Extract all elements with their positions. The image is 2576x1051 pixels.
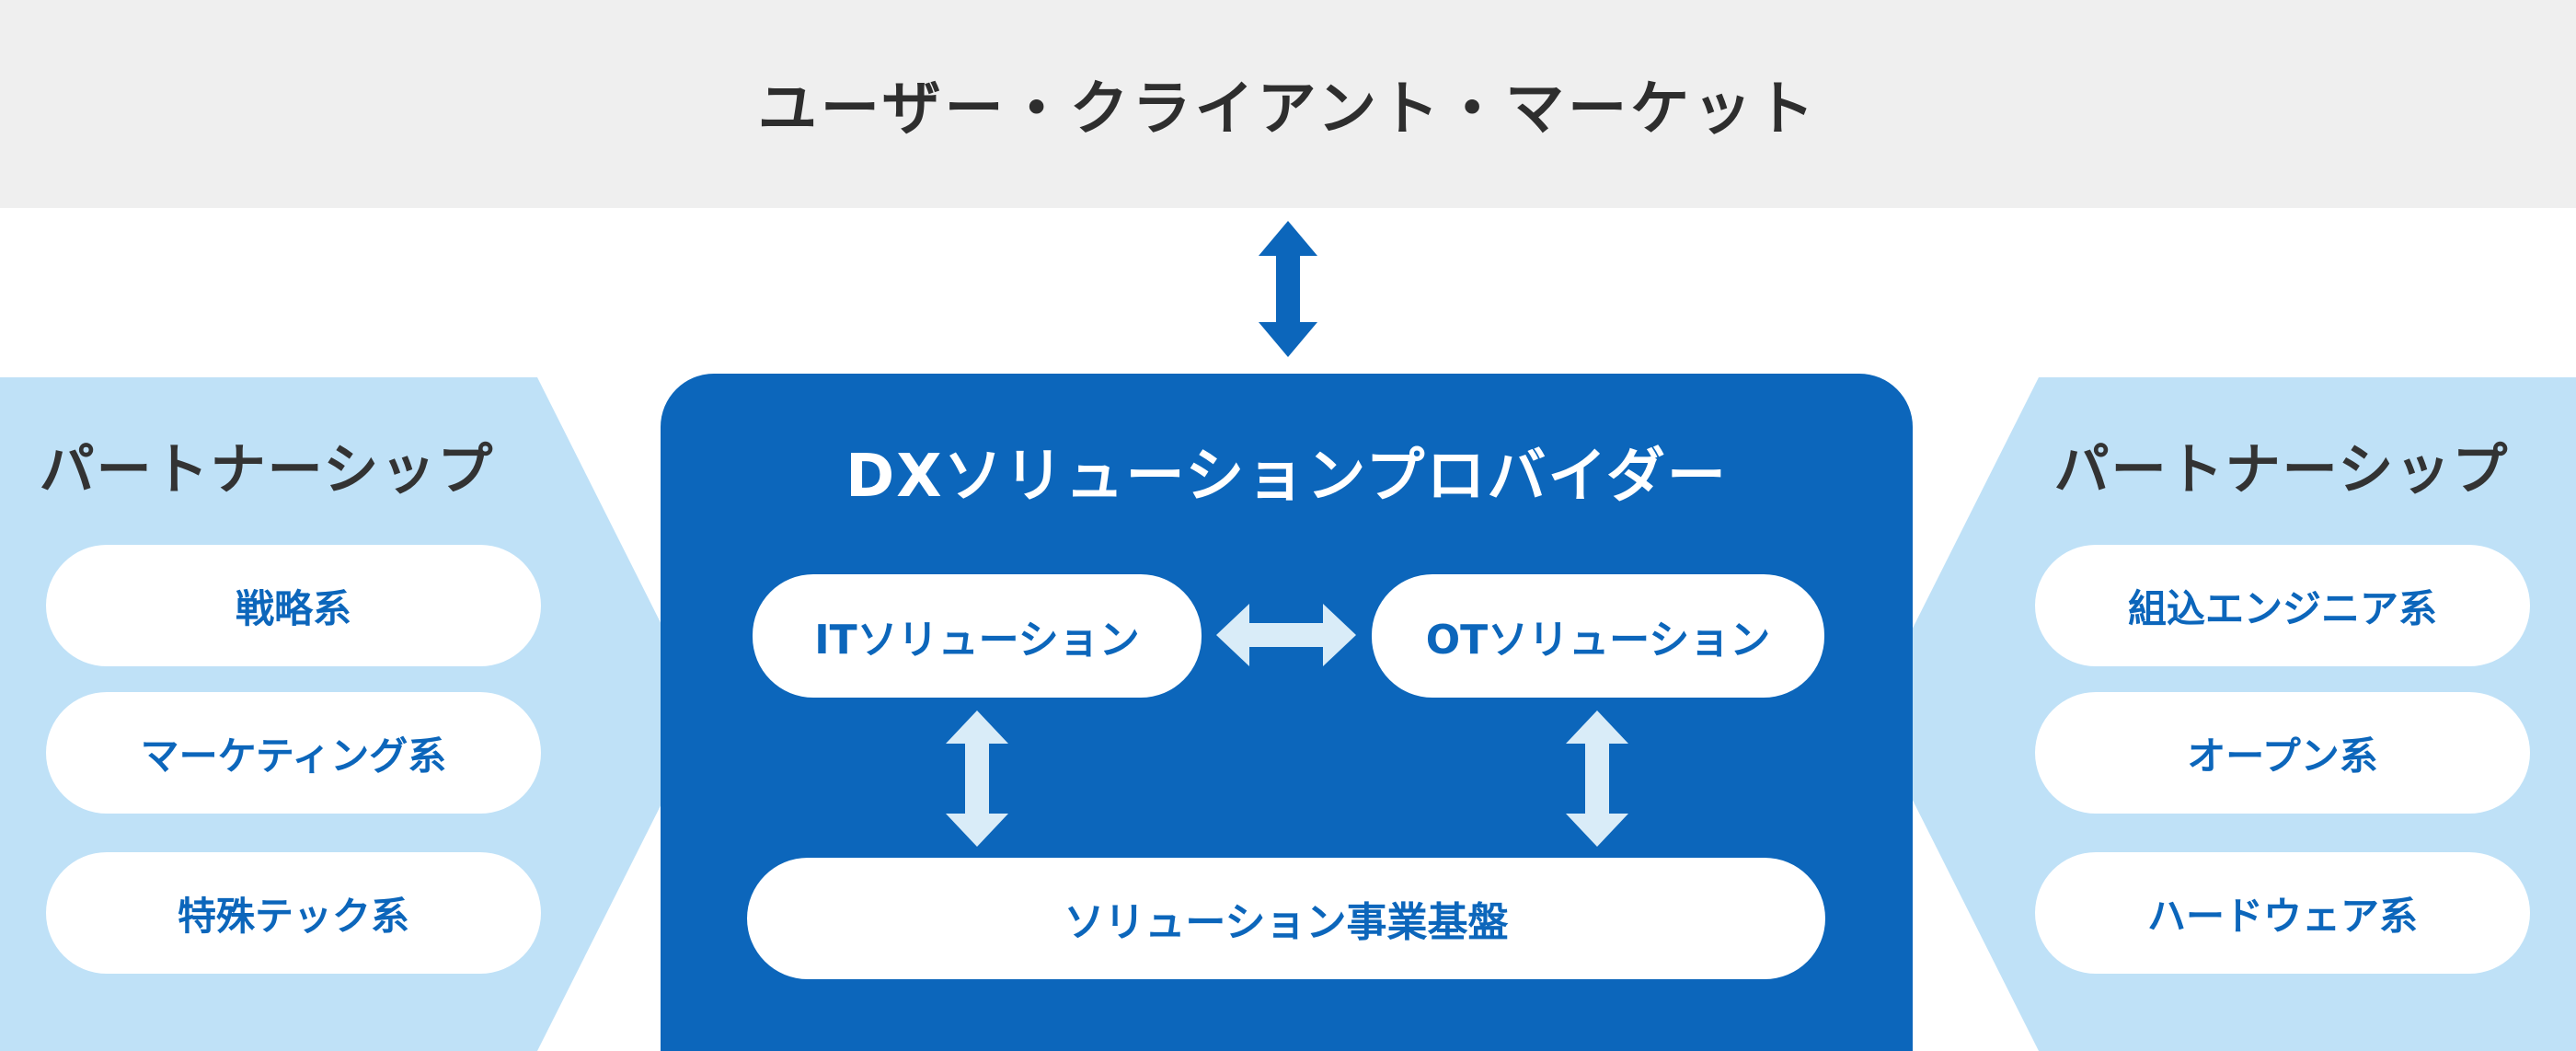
it-base-arrow-icon	[946, 710, 1008, 847]
left-partner-item-label: 特殊テック系	[177, 893, 409, 939]
market-title: ユーザー・クライアント・マーケット	[757, 75, 1819, 144]
right-partner-item-label: ハードウェア系	[2146, 893, 2418, 939]
left-partner-item: 戦略系	[46, 545, 541, 666]
solution-base-pill: ソリューション事業基盤	[747, 858, 1825, 979]
right-partner-item: オープン系	[2035, 692, 2530, 814]
market-center-arrow-icon	[1259, 221, 1317, 357]
left-partner-item: 特殊テック系	[46, 852, 541, 974]
solution-base-label: ソリューション事業基盤	[1064, 899, 1509, 946]
right-partner-item-label: オープン系	[2187, 733, 2378, 779]
right-partner-item: 組込エンジニア系	[2035, 545, 2530, 666]
left-partner-item: マーケティング系	[46, 692, 541, 814]
ot-solution-pill: OTソリューション	[1372, 574, 1824, 698]
right-partner-item-label: 組込エンジニア系	[2127, 585, 2437, 631]
left-partner-heading: パートナーシップ	[39, 438, 495, 502]
it-solution-label: ITソリューション	[814, 617, 1140, 664]
ot-base-arrow-icon	[1566, 710, 1628, 847]
dx-provider-title: DXソリューションプロバイダー	[845, 443, 1728, 511]
right-partner-heading: パートナーシップ	[2053, 438, 2510, 502]
it-ot-arrow-icon	[1216, 604, 1356, 666]
ot-solution-label: OTソリューション	[1425, 617, 1771, 664]
left-partner-item-label: 戦略系	[235, 585, 351, 631]
right-partner-item: ハードウェア系	[2035, 852, 2530, 974]
it-solution-pill: ITソリューション	[753, 574, 1202, 698]
left-partner-item-label: マーケティング系	[140, 733, 447, 779]
market-band: ユーザー・クライアント・マーケット	[0, 0, 2576, 208]
